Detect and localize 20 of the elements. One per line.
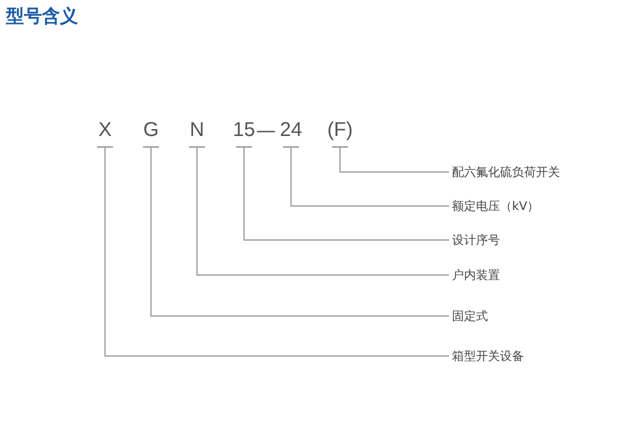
meaning-label: 固定式 <box>452 307 488 325</box>
model-code-letter: 24 <box>280 116 302 144</box>
leader-line <box>96 146 449 357</box>
model-code-letter: (F) <box>327 116 353 144</box>
model-code-letter: G <box>143 116 159 144</box>
model-code-letter: N <box>190 116 204 144</box>
meaning-label: 设计序号 <box>452 231 500 249</box>
leader-line <box>331 146 449 173</box>
leader-line <box>188 146 449 276</box>
meaning-label: 额定电压（kV） <box>452 197 540 215</box>
heading: 型号含义 <box>6 5 78 28</box>
leader-line <box>235 146 449 241</box>
leader-line <box>282 146 449 207</box>
meaning-label: 箱型开关设备 <box>452 347 524 365</box>
model-code-letter: 15 <box>232 116 256 144</box>
meaning-label: 配六氟化硫负荷开关 <box>452 163 560 181</box>
meaning-label: 户内装置 <box>452 266 500 284</box>
leader-line <box>142 146 449 317</box>
separator-dash: — <box>256 117 276 144</box>
model-code-letter: X <box>98 116 112 144</box>
